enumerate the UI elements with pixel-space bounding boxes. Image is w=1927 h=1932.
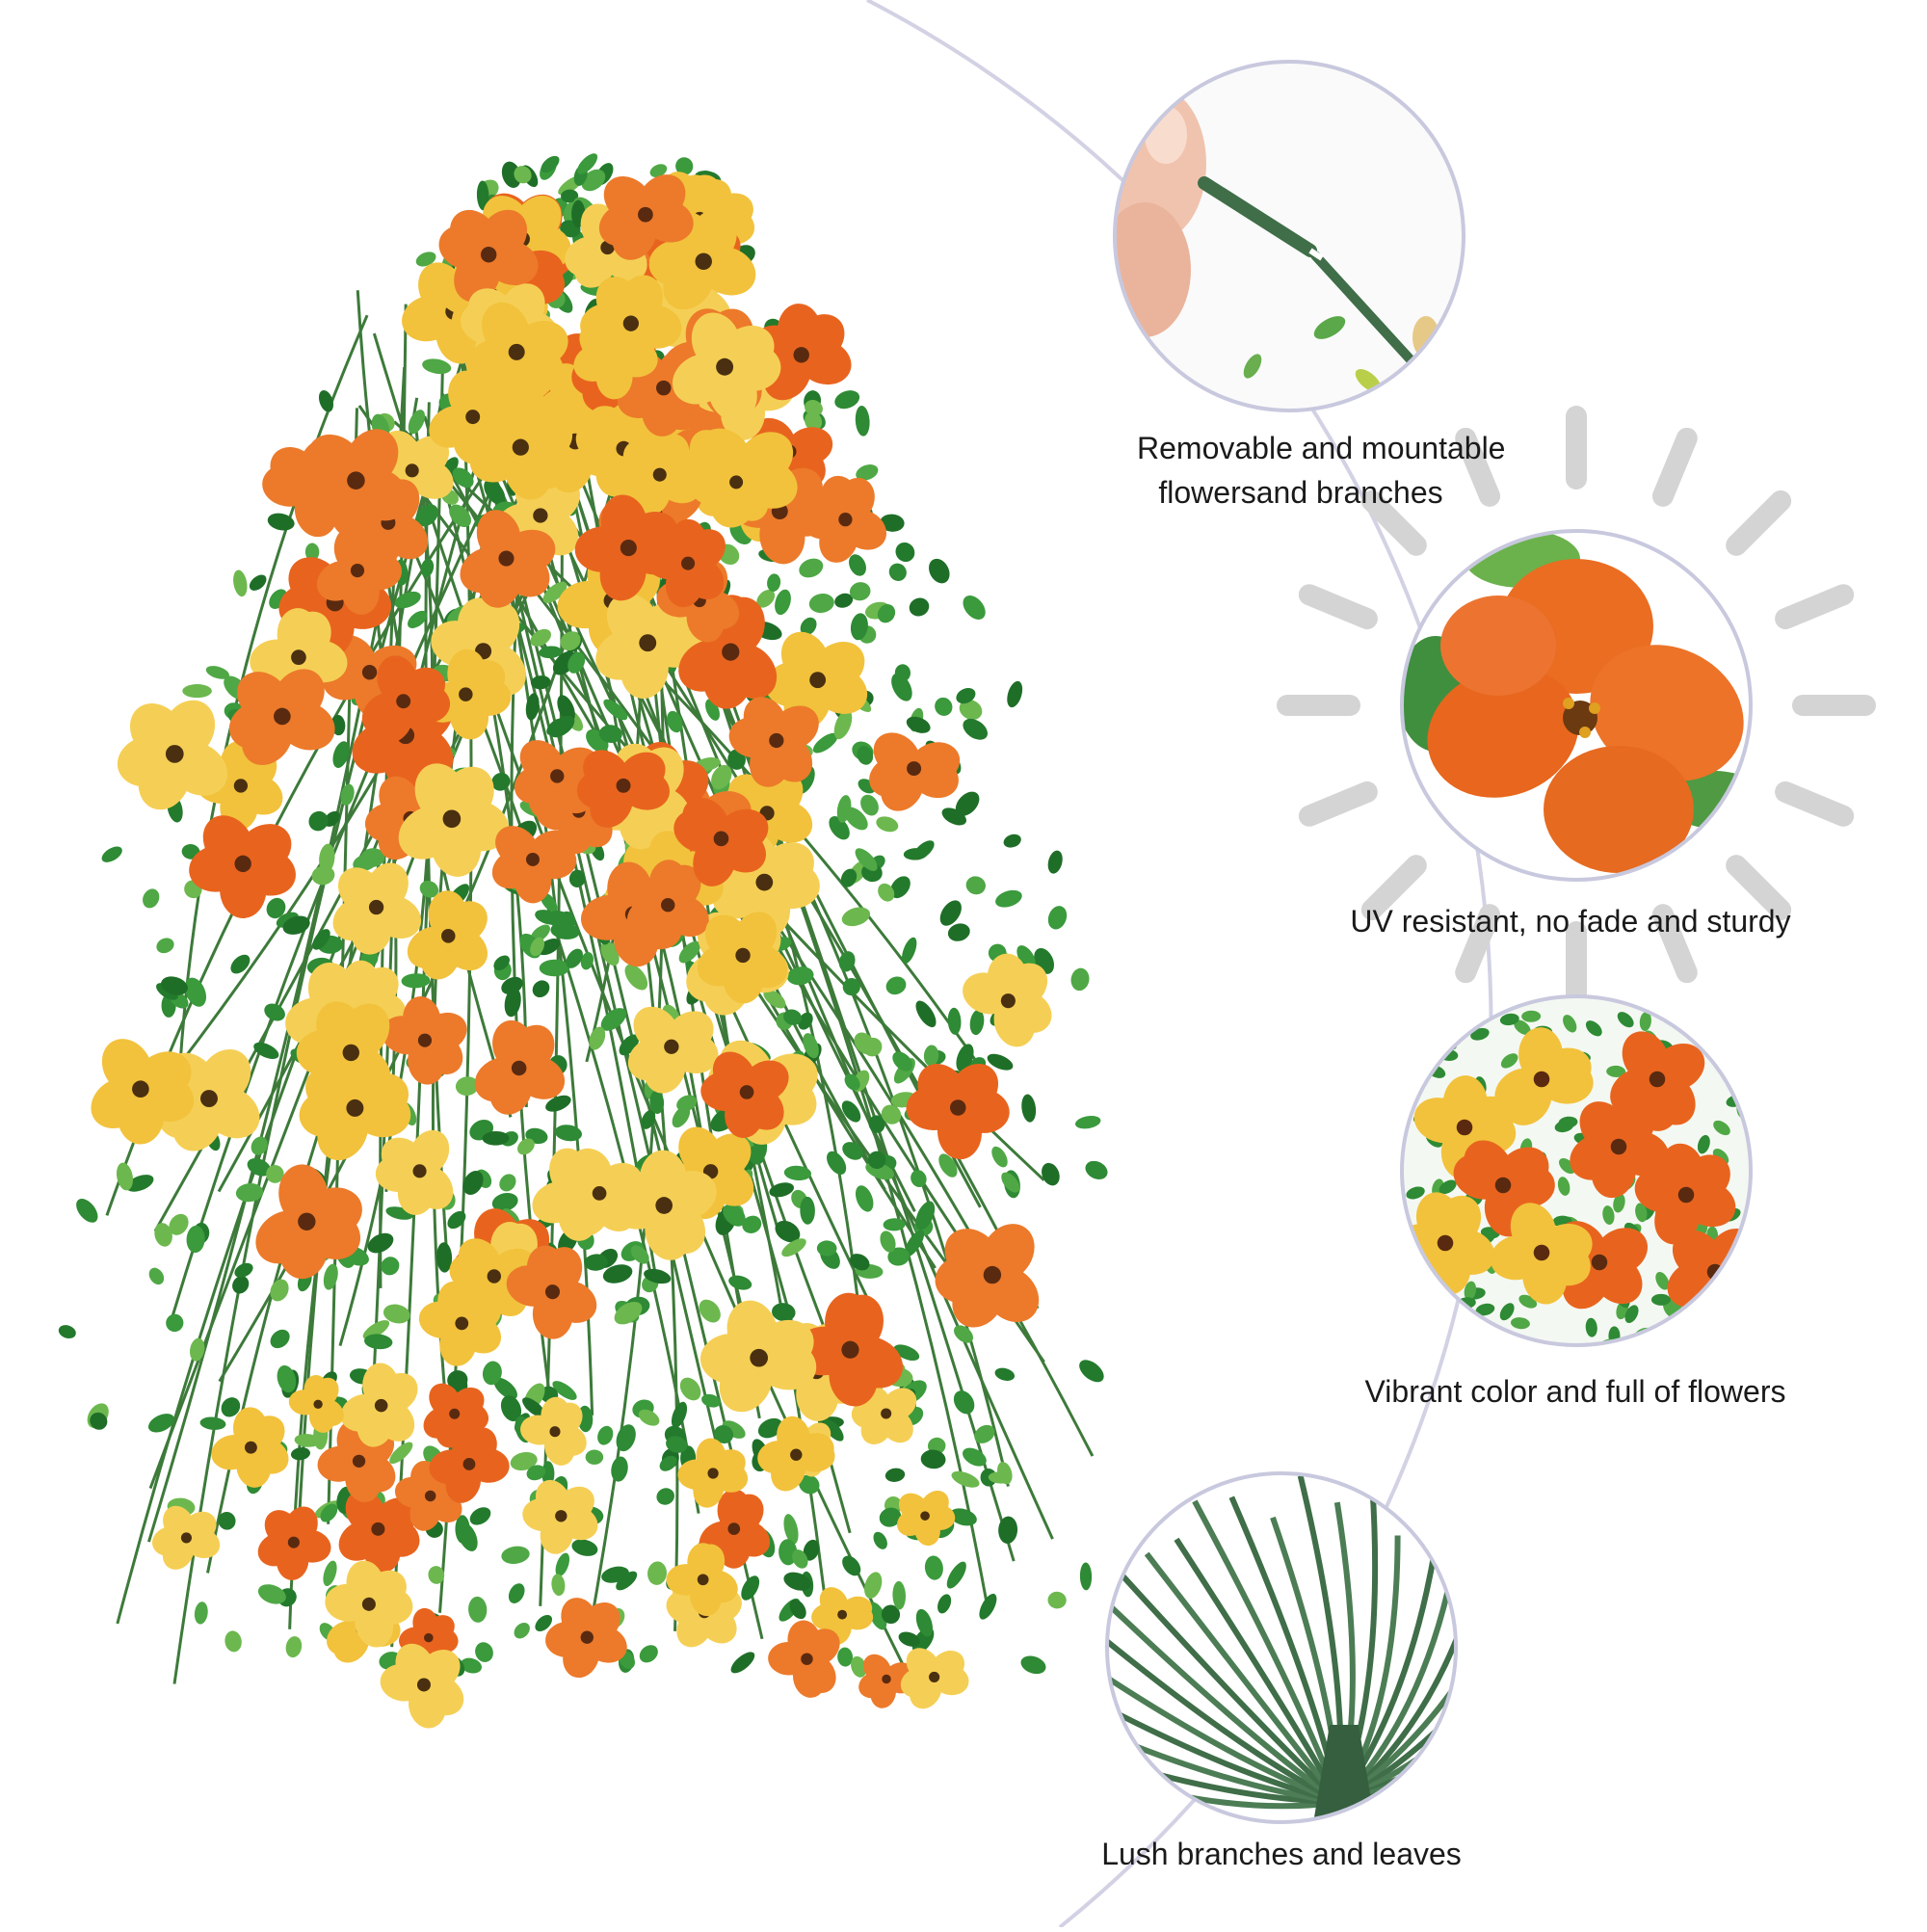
sun-rays-icon [1277, 406, 1876, 1005]
flower-icon [700, 1300, 817, 1413]
hanging-flower-bush [58, 153, 1108, 1729]
flower-icon [768, 1620, 840, 1698]
flower-icon [728, 697, 819, 787]
flower-icon [1634, 1143, 1736, 1245]
flower-icon [418, 1281, 502, 1366]
flower-icon [465, 302, 568, 406]
detail-circle-uv [1400, 529, 1753, 882]
flower-icon [474, 1019, 566, 1115]
flower-icon [580, 275, 682, 374]
flower-icon [398, 763, 510, 877]
flower-icon [257, 1506, 331, 1580]
flower-icon [506, 1245, 597, 1339]
caption-removable: Removable and mountable flowersand branc… [1137, 426, 1506, 515]
flower-icon [697, 912, 788, 1004]
flower-icon [906, 1063, 1010, 1160]
flower-icon [574, 494, 682, 601]
detail-circle-lush [1105, 1471, 1458, 1824]
flower-icon [299, 1066, 411, 1161]
flower-icon [677, 1438, 749, 1508]
flower-icon [765, 631, 868, 730]
flower-icon [298, 429, 409, 539]
flower-icon [288, 1375, 344, 1433]
flower-icon [1490, 1203, 1593, 1305]
flower-icon [255, 1164, 362, 1280]
flower-icon [576, 750, 670, 828]
flower-icon [469, 396, 573, 500]
flower-icon [361, 655, 451, 744]
flower-icon [117, 700, 227, 810]
flower-icon [325, 1560, 413, 1648]
flower-icon [699, 1489, 771, 1569]
detail-circle-removable [1113, 60, 1465, 412]
flower-icon [757, 1416, 835, 1492]
flower-icon [620, 434, 701, 516]
flower-icon [382, 996, 467, 1085]
flower-icon [211, 1407, 289, 1488]
flower-icon [627, 1006, 719, 1094]
flower-icon [801, 475, 887, 563]
flower-icon [672, 312, 781, 422]
flower-icon [340, 1363, 418, 1447]
flower-icon [520, 1396, 587, 1466]
flower-icon [648, 208, 756, 310]
flower-icon [666, 1543, 738, 1617]
flower-icon [522, 1479, 598, 1554]
flower-icon [545, 1598, 627, 1679]
caption-uv: UV resistant, no fade and sturdy [1330, 899, 1811, 943]
flower-icon [626, 860, 709, 950]
flower-icon [598, 174, 694, 260]
detail-circle-vibrant [1400, 994, 1753, 1347]
flower-icon [423, 1383, 489, 1448]
caption-uv-line-1: UV resistant, no fade and sturdy [1350, 904, 1791, 939]
flower-icon [460, 510, 556, 608]
flower-icon [644, 518, 726, 608]
flower-icon [692, 446, 776, 525]
flower-icon [1570, 1099, 1670, 1199]
flower-icon [700, 1051, 789, 1138]
flower-icon [1610, 1031, 1705, 1131]
flower-icon [673, 797, 769, 887]
caption-removable-line-2: flowersand branches [1158, 475, 1443, 510]
caption-vibrant: Vibrant color and full of flowers [1339, 1369, 1811, 1414]
flower-icon [1494, 1027, 1594, 1125]
flower-icon [151, 1505, 221, 1570]
caption-removable-line-1: Removable and mountable [1137, 431, 1506, 465]
flower-icon [332, 862, 422, 955]
flower-icon [811, 1587, 874, 1646]
flower-icon [91, 1039, 195, 1145]
flower-icon [1402, 1192, 1495, 1295]
flower-icon [189, 815, 296, 918]
flower-icon [228, 669, 335, 766]
caption-lush: Lush branches and leaves [1089, 1832, 1474, 1876]
flower-icon [1453, 1140, 1555, 1237]
flower-icon [375, 1129, 454, 1215]
flower-icon [935, 1224, 1040, 1328]
caption-vibrant-line-1: Vibrant color and full of flowers [1364, 1374, 1786, 1409]
flower-icon [897, 1490, 956, 1547]
flower-icon [900, 1648, 969, 1709]
flower-icon [380, 1643, 464, 1729]
flower-icon [869, 732, 961, 811]
flower-icon [858, 1654, 916, 1708]
orange-flower-icon [1427, 559, 1744, 873]
caption-lush-line-1: Lush branches and leaves [1101, 1837, 1462, 1871]
flower-icon [963, 953, 1052, 1047]
flower-icon [338, 1490, 420, 1573]
flower-icon [491, 826, 577, 904]
flower-icon [407, 890, 488, 980]
flower-icon [1413, 1075, 1517, 1179]
flower-icon [554, 1149, 643, 1236]
